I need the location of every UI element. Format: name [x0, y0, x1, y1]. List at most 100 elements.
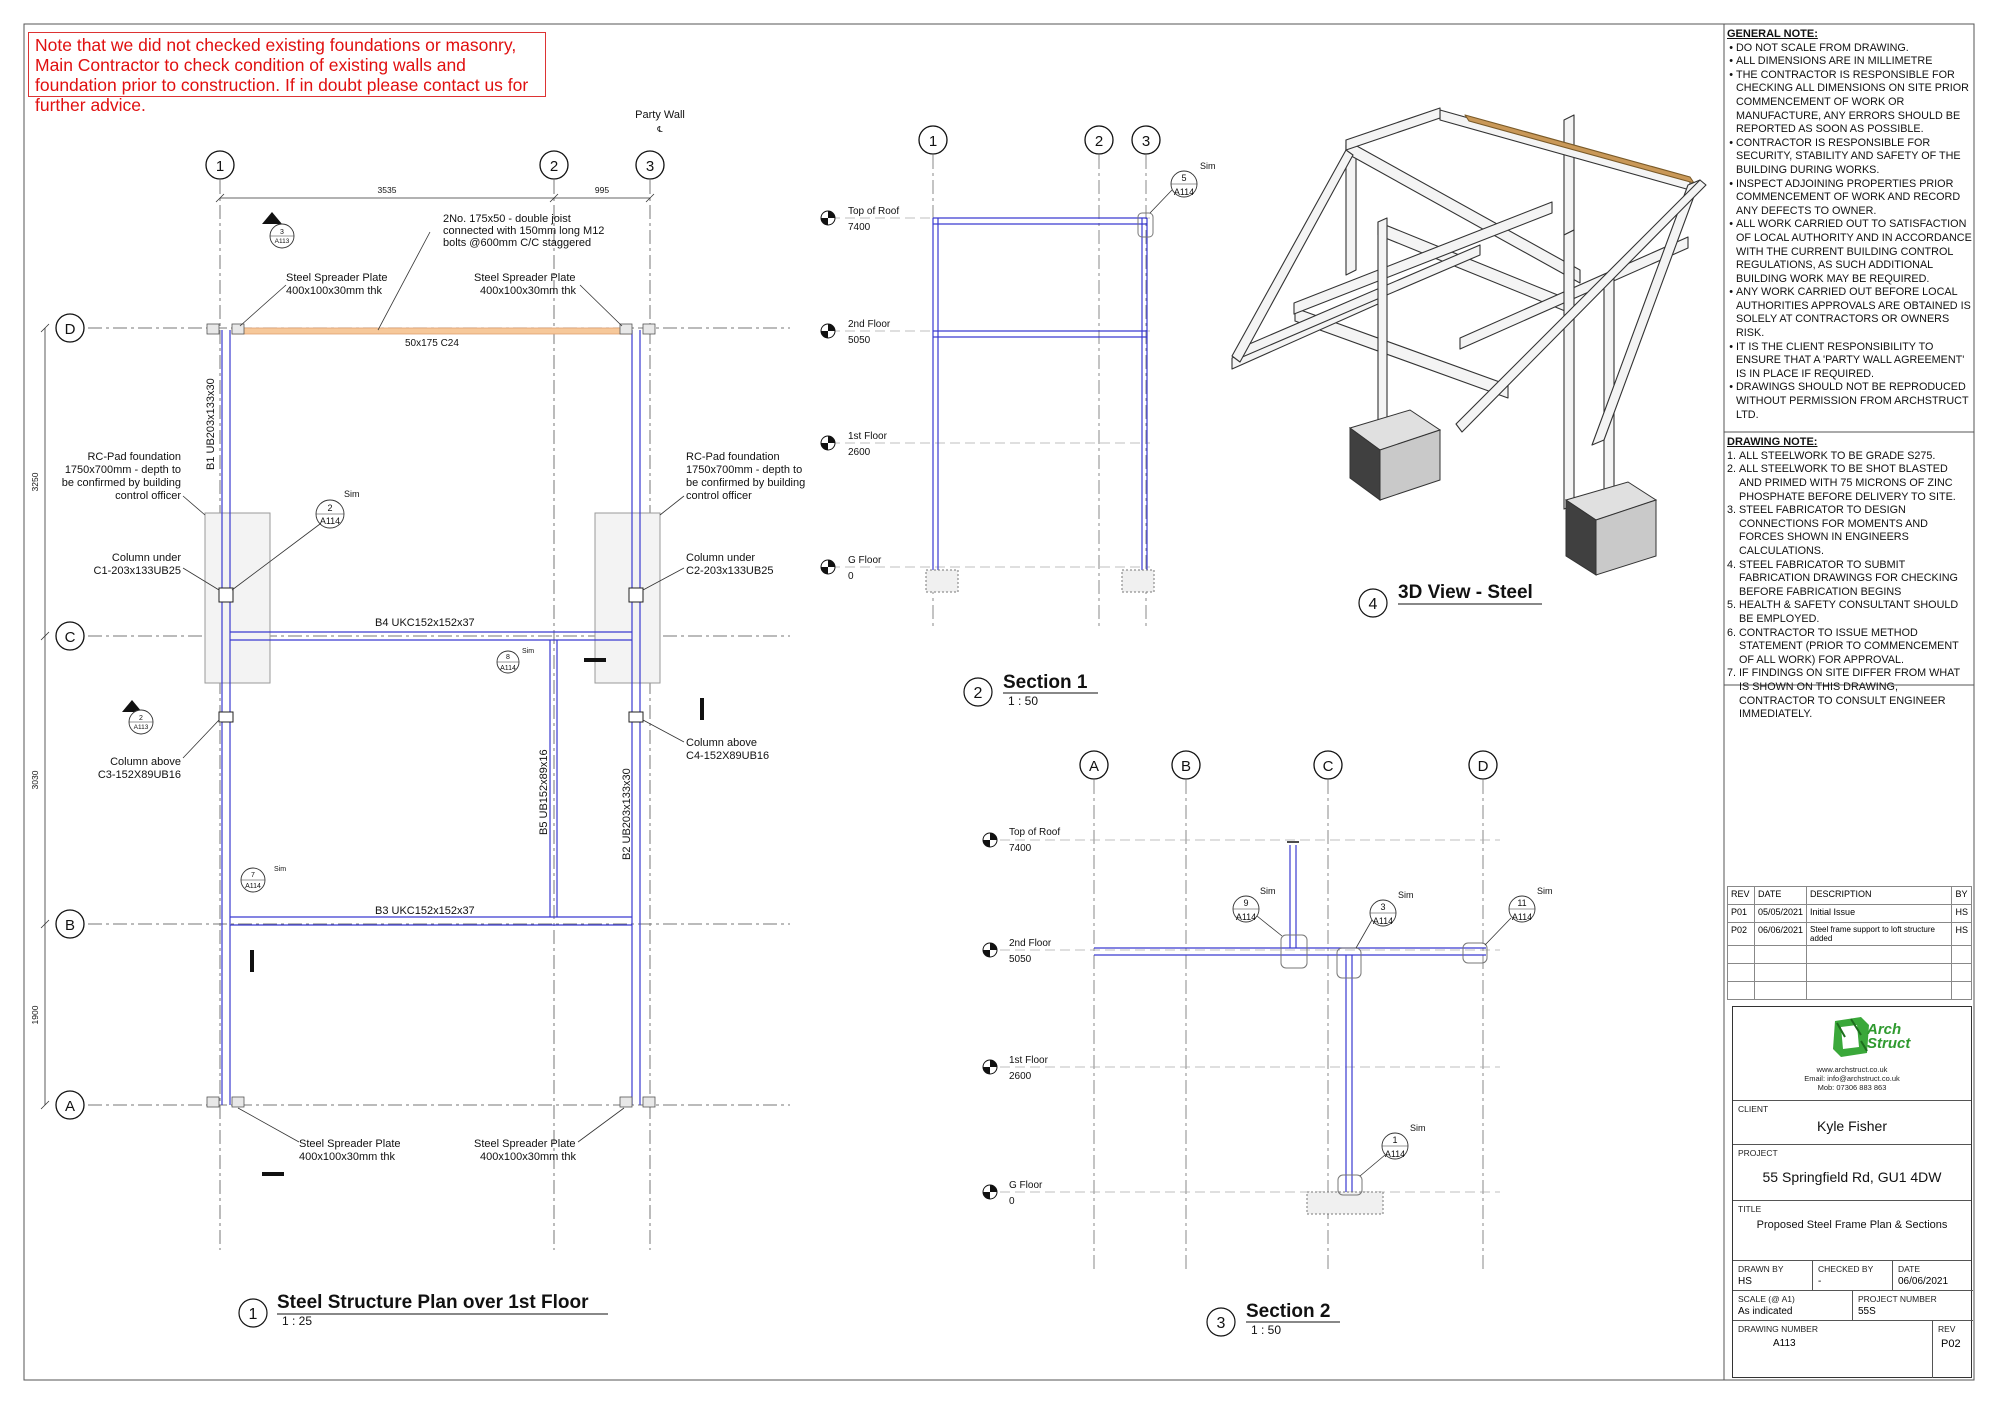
- s2-frame: [1094, 845, 1486, 1192]
- spreader-plate-a3b: [642, 1096, 656, 1108]
- svg-text:400x100x30mm thk: 400x100x30mm thk: [286, 285, 382, 297]
- label-b4: B4 UKC152x152x37: [375, 617, 475, 629]
- general-note-item: INSPECT ADJOINING PROPERTIES PRIOR COMME…: [1736, 178, 1972, 219]
- sheet-border: [23, 23, 1975, 1381]
- svg-text:5050: 5050: [1009, 954, 1032, 965]
- revision-header-row: REV DATE DESCRIPTION BY: [1727, 886, 1972, 905]
- drawing-note-item: HEALTH & SAFETY CONSULTANT SHOULD BE EMP…: [1739, 599, 1972, 626]
- left-dimension-line: [40, 323, 50, 1110]
- table-row: P01 05/05/2021 Initial Issue HS: [1727, 904, 1972, 923]
- plan-grid-col-2: 2: [539, 150, 569, 180]
- s2-level-ground: G Floor 0: [982, 1180, 1043, 1207]
- s2-detail-tag-3: 3 A114 Sim: [1355, 890, 1414, 949]
- s2-grid-d: D: [1468, 750, 1498, 780]
- label-timber: 50x175 C24: [405, 338, 459, 349]
- drawing-note-heading: DRAWING NOTE:: [1727, 436, 1818, 449]
- svg-text:Steel Spreader Plate: Steel Spreader Plate: [299, 1138, 401, 1150]
- svg-text:3D View - Steel: 3D View - Steel: [1398, 582, 1533, 603]
- svg-text:3: 3: [280, 229, 284, 236]
- svg-text:Sim: Sim: [1398, 890, 1414, 900]
- svg-text:Steel Spreader Plate: Steel Spreader Plate: [286, 272, 388, 284]
- scale-cell: SCALE (@ A1) As indicated: [1733, 1291, 1853, 1321]
- section-cut-mark-3: [250, 950, 254, 972]
- dim-left-3: 1900: [30, 1005, 40, 1024]
- drawing-note-item: ALL STEELWORK TO BE GRADE S275.: [1739, 450, 1972, 464]
- dim-top-1: 3535: [378, 185, 397, 195]
- pad-label-left: RC-Pad foundation 1750x700mm - depth to …: [62, 451, 206, 516]
- general-note-item: THE CONTRACTOR IS RESPONSIBLE FOR CHECKI…: [1736, 69, 1972, 137]
- s1-level-1st: 1st Floor 2600: [820, 431, 888, 458]
- general-note-heading: GENERAL NOTE:: [1727, 28, 1818, 40]
- svg-text:B: B: [65, 917, 75, 934]
- checked-by-cell: CHECKED BY -: [1813, 1261, 1893, 1291]
- svg-text:9: 9: [1243, 898, 1248, 908]
- label-b5: B5 UB152x89x16: [538, 749, 550, 835]
- svg-text:A114: A114: [1174, 187, 1194, 197]
- svg-text:2: 2: [550, 158, 558, 175]
- svg-text:1st Floor: 1st Floor: [1009, 1055, 1049, 1066]
- svg-text:3: 3: [1142, 133, 1150, 150]
- s2-level-2nd: 2nd Floor 5050: [982, 938, 1052, 965]
- drawing-note-item: STEEL FABRICATOR TO SUBMIT FABRICATION D…: [1739, 559, 1972, 600]
- svg-text:2nd Floor: 2nd Floor: [1009, 938, 1052, 949]
- svg-text:Steel Structure Plan over 1st: Steel Structure Plan over 1st Floor: [277, 1292, 589, 1313]
- drawing-note-item: ALL STEELWORK TO BE SHOT BLASTED AND PRI…: [1739, 463, 1972, 504]
- 3d-beam-top-left: [1345, 107, 1441, 151]
- contact-info: www.archstruct.co.uk Email: info@archstr…: [1804, 1065, 1900, 1092]
- svg-text:C: C: [1323, 758, 1334, 775]
- plan-view: 1 2 3 D C B A Party Wall ℄: [30, 109, 805, 1328]
- svg-text:Top of Roof: Top of Roof: [848, 206, 899, 217]
- beam-b4: [230, 631, 632, 641]
- svg-text:1: 1: [929, 133, 937, 150]
- svg-text:control officer: control officer: [686, 490, 752, 502]
- section-marker-3: 3 A113: [262, 212, 295, 249]
- svg-text:be confirmed by building: be confirmed by building: [62, 477, 181, 489]
- svg-text:2600: 2600: [1009, 1071, 1032, 1082]
- s2-grid-b: B: [1171, 750, 1201, 780]
- svg-text:Sim: Sim: [522, 648, 534, 655]
- detail-tag-7: 7 A114 Sim: [240, 866, 286, 893]
- 3d-column-front-left: [1377, 217, 1388, 435]
- svg-text:Column under: Column under: [686, 552, 755, 564]
- general-note-item: CONTRACTOR IS RESPONSIBLE FOR SECURITY, …: [1736, 137, 1972, 178]
- svg-text:1750x700mm - depth to: 1750x700mm - depth to: [686, 464, 802, 476]
- party-wall-label: Party Wall: [635, 109, 685, 121]
- col-above-left-label: Column above C3-152X89UB16: [98, 719, 220, 781]
- svg-text:RC-Pad foundation: RC-Pad foundation: [686, 451, 780, 463]
- logo-text: Arch Struct: [1867, 1021, 1911, 1052]
- 3d-beam-right-low: [1455, 179, 1707, 433]
- s1-pad-left: [925, 569, 959, 593]
- timber-joist: [231, 327, 631, 335]
- svg-text:11: 11: [1517, 898, 1526, 908]
- centerline-icon: ℄: [656, 125, 663, 134]
- section-cut-mark-1: [584, 658, 606, 662]
- section-2-view: A B C D Top of Roof 7400 2nd Floor: [982, 750, 1553, 1337]
- general-note-item: ALL WORK CARRIED OUT TO SATISFACTION OF …: [1736, 218, 1972, 286]
- general-note-item: DO NOT SCALE FROM DRAWING.: [1736, 42, 1972, 56]
- svg-text:C2-203x133UB25: C2-203x133UB25: [686, 565, 773, 577]
- description-cell: Initial Issue: [1806, 904, 1953, 923]
- s1-grid-2: 2: [1084, 125, 1114, 155]
- drawn-by-cell: DRAWN BY HS: [1733, 1261, 1813, 1291]
- svg-text:2nd Floor: 2nd Floor: [848, 319, 891, 330]
- spreader-plate-d1: [206, 323, 220, 335]
- svg-text:A114: A114: [1236, 912, 1256, 922]
- svg-text:control officer: control officer: [115, 490, 181, 502]
- rev-cell: P02: [1727, 922, 1755, 946]
- warning-note: Note that we did not checked existing fo…: [28, 32, 546, 115]
- table-row: P02 06/06/2021 Steel frame support to lo…: [1727, 922, 1972, 946]
- svg-text:8: 8: [506, 654, 510, 661]
- svg-text:A113: A113: [275, 238, 290, 245]
- drawing-number-cell: DRAWING NUMBER A113: [1733, 1321, 1933, 1378]
- svg-text:3: 3: [1380, 902, 1385, 912]
- general-note-item: ANY WORK CARRIED OUT BEFORE LOCAL AUTHOR…: [1736, 286, 1972, 340]
- s1-view-title: 2 Section 1 1 : 50: [963, 672, 1098, 708]
- svg-text:A114: A114: [1385, 1149, 1405, 1159]
- pad-foundation-left: [204, 512, 271, 684]
- joist-leader: [377, 231, 431, 331]
- s2-detail-tag-1: 1 A114 Sim: [1359, 1123, 1426, 1177]
- dim-left-2: 3030: [30, 770, 40, 789]
- svg-text:400x100x30mm thk: 400x100x30mm thk: [480, 285, 576, 297]
- svg-text:Sim: Sim: [344, 489, 360, 499]
- s2-detail-box-1: [1337, 1174, 1363, 1196]
